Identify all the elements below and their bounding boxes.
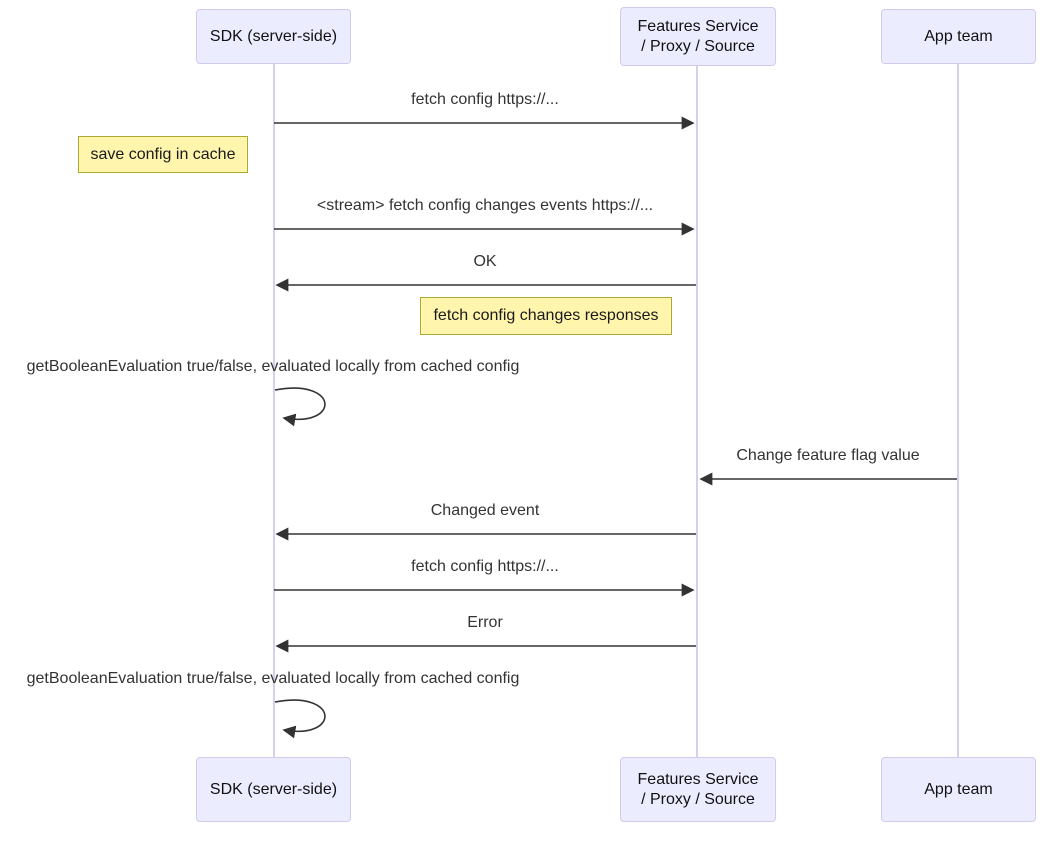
message-label-error: Error — [467, 614, 503, 631]
message-label-change-feature-flag: Change feature flag value — [736, 447, 920, 464]
note-fetch-config-changes-responses-text: fetch config changes responses — [433, 307, 659, 324]
message-label-get-boolean-eval-2: getBooleanEvaluation true/false, evaluat… — [26, 670, 520, 687]
actor-box-sdk-top: SDK (server-side) — [196, 9, 351, 64]
note-save-config-in-cache: save config in cache — [78, 136, 248, 173]
actor-label-features-top-line1: Features Service — [637, 17, 759, 35]
actor-label-features-bottom-line1: Features Service — [637, 770, 759, 788]
arrow-self-loop-get-boolean-1 — [274, 387, 326, 427]
arrow-self-loop-get-boolean-2 — [274, 699, 326, 739]
note-save-config-in-cache-text: save config in cache — [90, 145, 236, 163]
message-label-get-boolean-eval-1: getBooleanEvaluation true/false, evaluat… — [26, 358, 520, 375]
actor-box-features-top: Features Service / Proxy / Source — [620, 7, 776, 66]
message-label-fetch-config-1: fetch config https://... — [411, 91, 559, 108]
actor-box-app-bottom: App team — [881, 757, 1036, 822]
actor-box-features-bottom: Features Service / Proxy / Source — [620, 757, 776, 822]
actor-label-app-top: App team — [924, 27, 993, 45]
message-label-changed-event: Changed event — [430, 502, 540, 519]
actor-label-features-bottom-line2: / Proxy / Source — [641, 790, 755, 808]
actor-label-sdk-bottom: SDK (server-side) — [209, 780, 338, 798]
lifeline-features-service — [696, 66, 698, 758]
message-label-fetch-config-2: fetch config https://... — [411, 558, 559, 575]
lifeline-app-team — [957, 64, 959, 758]
actor-label-features-top-line2: / Proxy / Source — [641, 37, 755, 55]
actor-label-app-bottom: App team — [924, 780, 993, 798]
note-fetch-config-changes-responses: fetch config changes responses — [420, 297, 672, 335]
message-label-ok: OK — [473, 253, 497, 270]
actor-box-app-top: App team — [881, 9, 1036, 64]
message-label-stream-fetch-changes: <stream> fetch config changes events htt… — [316, 197, 654, 214]
actor-label-sdk-top: SDK (server-side) — [209, 27, 338, 45]
lifeline-sdk — [273, 64, 275, 758]
actor-box-sdk-bottom: SDK (server-side) — [196, 757, 351, 822]
